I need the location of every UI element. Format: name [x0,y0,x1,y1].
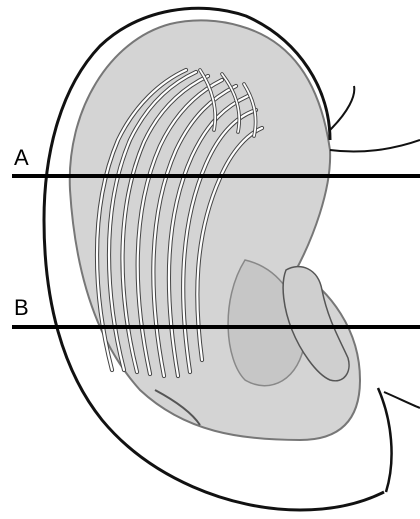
lobe-rim [378,388,392,492]
label-a: A [14,147,29,169]
label-b: B [14,297,29,319]
